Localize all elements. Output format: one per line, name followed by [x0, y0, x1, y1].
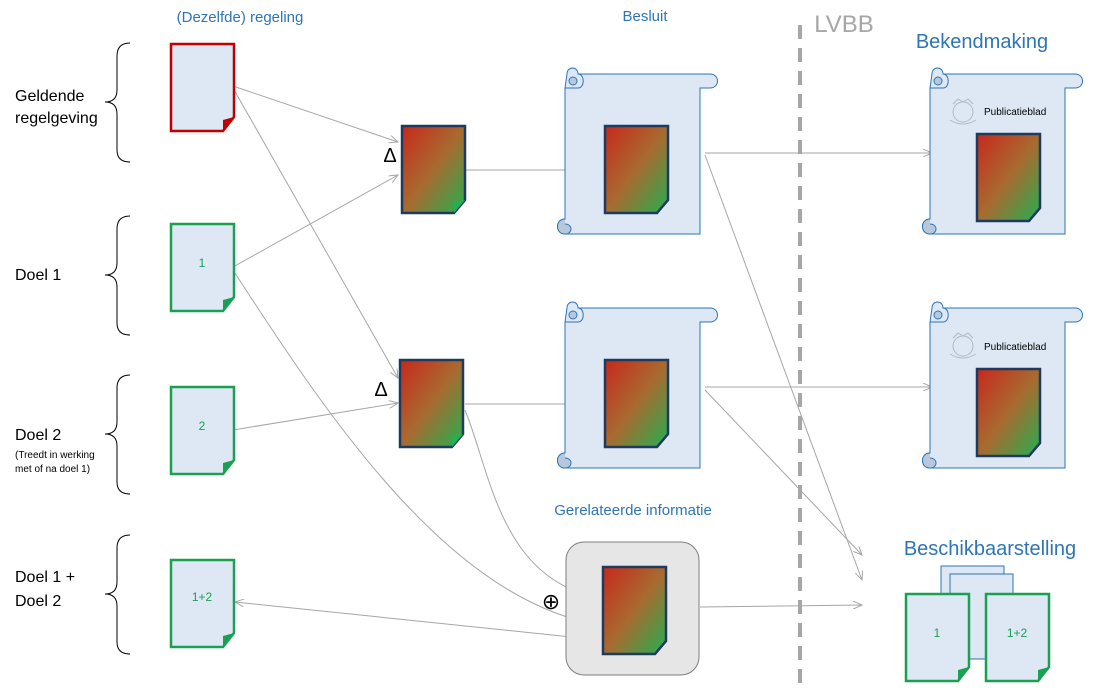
publicatieblad-label-2: Publicatieblad: [984, 342, 1046, 353]
besluit-scroll-1: [557, 67, 718, 235]
document-doel12: [169, 558, 236, 649]
row-label-doel12-2: Doel 2: [15, 593, 61, 610]
beschikbaarstelling-document-1: [904, 592, 971, 683]
connector-doel1-to-delta1: [232, 175, 398, 268]
delta-document-2: [398, 358, 465, 449]
row-label-doel1: Doel 1: [15, 267, 61, 284]
beschikbaarstelling-stack: [904, 565, 1051, 683]
header-bekendmaking: Bekendmaking: [916, 31, 1048, 53]
header-besluit: Besluit: [622, 8, 668, 25]
brace-doel2: [104, 374, 131, 495]
connector-gerelateerde-to-doel12: [235, 602, 600, 640]
connector-besluit2-to-beschikbaarstelling: [704, 389, 862, 555]
document-geldende-regelgeving: [169, 42, 236, 133]
row-label-doel12-1: Doel 1 +: [15, 569, 75, 586]
connector-geldende-to-delta2: [232, 87, 398, 378]
row-label-geldende-2: regelgeving: [15, 110, 98, 127]
document-doel1: [169, 222, 236, 313]
header-lvbb: LVBB: [814, 11, 874, 38]
gerelateerde-informatie-box: [565, 541, 700, 676]
row-label-doel2: Doel 2: [15, 427, 61, 444]
connector-doel2-to-delta2: [232, 403, 398, 431]
delta-symbol-1: Δ: [383, 145, 396, 167]
beschikbaarstelling-document-12: [984, 592, 1051, 683]
header-gerelateerde-informatie: Gerelateerde informatie: [554, 502, 712, 519]
brace-geldende: [104, 42, 131, 163]
connector-besluit1-to-beschikbaarstelling: [704, 154, 862, 580]
bekendmaking-scroll-1: [922, 67, 1083, 235]
header-regeling: (Dezelfde) regeling: [177, 9, 304, 26]
coat-of-arms-icon: [949, 98, 977, 125]
connector-gerelateerde-to-beschikbaarstelling: [699, 605, 862, 607]
delta-symbol-2: Δ: [374, 379, 387, 401]
beschikbaarstelling-document-12-label: 1+2: [1007, 626, 1028, 640]
brace-doel12: [104, 534, 131, 655]
beschikbaarstelling-document-1-label: 1: [934, 626, 941, 640]
bekendmaking-scroll-2: [922, 301, 1083, 469]
delta-document-1: [400, 124, 467, 215]
brace-doel1: [104, 215, 131, 336]
oplus-symbol: ⊕: [542, 589, 560, 614]
besluit-scroll-2: [557, 301, 718, 469]
row-label-geldende-1: Geldende: [15, 88, 84, 105]
document-doel2: [169, 385, 236, 476]
document-doel12-label: 1+2: [192, 590, 213, 604]
connector-geldende-to-delta1: [232, 85, 398, 142]
row-label-doel2-note-1: (Treedt in werking: [15, 450, 95, 461]
coat-of-arms-icon: [949, 332, 977, 359]
header-beschikbaarstelling: Beschikbaarstelling: [904, 538, 1076, 560]
document-doel2-label: 2: [199, 419, 206, 433]
publicatieblad-label-1: Publicatieblad: [984, 107, 1046, 118]
row-label-doel2-note-2: met of na doel 1): [15, 464, 90, 475]
document-doel1-label: 1: [199, 256, 206, 270]
